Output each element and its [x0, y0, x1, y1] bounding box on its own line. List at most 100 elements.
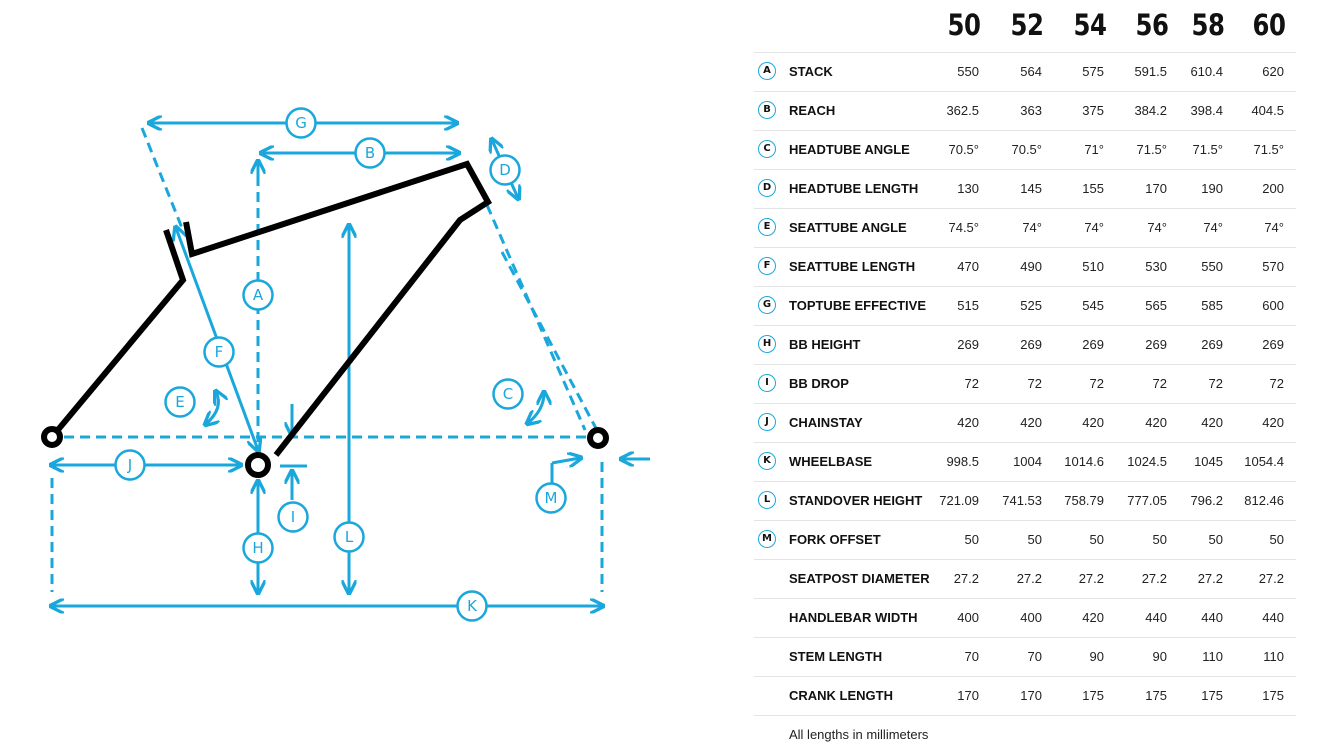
table-cell: 71.5°: [1192, 142, 1223, 157]
row-label: CRANK LENGTH: [789, 688, 893, 703]
table-cell: 777.05: [1127, 493, 1167, 508]
table-cell: 1045: [1194, 454, 1223, 469]
row-letter-badge: L: [758, 491, 776, 509]
table-cell: 90: [1089, 649, 1104, 664]
row-letter-badge: H: [758, 335, 776, 353]
svg-text:G: G: [295, 114, 307, 132]
table-cell: 71.5°: [1253, 142, 1284, 157]
label-l: L: [333, 521, 365, 553]
table-cell: 155: [1082, 181, 1104, 196]
table-cell: 269: [1262, 337, 1284, 352]
row-label: BB DROP: [789, 376, 849, 391]
svg-text:J: J: [127, 456, 132, 474]
row-label: WHEELBASE: [789, 454, 873, 469]
label-m: M: [535, 482, 567, 514]
table-cell: 363: [1020, 103, 1042, 118]
table-cell: 50: [1089, 532, 1104, 547]
bike-geometry-diagram: G B D A F E C J M I L H K: [41, 107, 650, 622]
svg-text:H: H: [252, 539, 263, 557]
row-label: HEADTUBE LENGTH: [789, 181, 919, 196]
table-cell: 490: [1020, 259, 1042, 274]
table-cell: 170: [957, 688, 979, 703]
table-cell: 190: [1201, 181, 1223, 196]
table-cell: 50: [964, 532, 979, 547]
table-cell: 175: [1201, 688, 1223, 703]
table-cell: 600: [1262, 298, 1284, 313]
table-cell: 50: [1208, 532, 1223, 547]
size-column-header: 56: [1135, 8, 1169, 42]
row-letter-badge: B: [758, 101, 776, 119]
row-letter-badge: E: [758, 218, 776, 236]
row-label: REACH: [789, 103, 836, 118]
row-label: TOPTUBE EFFECTIVE: [789, 298, 926, 313]
svg-text:F: F: [215, 343, 224, 361]
table-cell: 70.5°: [948, 142, 979, 157]
front-axle: [587, 427, 609, 449]
bottom-bracket: [245, 452, 271, 478]
table-cell: 400: [957, 610, 979, 625]
table-cell: 620: [1262, 64, 1284, 79]
table-cell: 398.4: [1190, 103, 1223, 118]
table-cell: 74°: [1084, 220, 1104, 235]
table-cell: 71.5°: [1136, 142, 1167, 157]
steering-axis-line: [485, 204, 587, 431]
dimension-labels: G B D A F E C J M I L H K: [114, 107, 567, 622]
rear-axle: [41, 426, 63, 448]
table-cell: 420: [957, 415, 979, 430]
row-letter-badge: I: [758, 374, 776, 392]
row-letter-badge: C: [758, 140, 776, 158]
fork-offset-arrow-left: [551, 458, 580, 463]
table-cell: 74°: [1264, 220, 1284, 235]
table-cell: 269: [1020, 337, 1042, 352]
table-cell: 564: [1020, 64, 1042, 79]
table-cell: 269: [957, 337, 979, 352]
size-column-header: 52: [1010, 8, 1044, 42]
table-cell: 585: [1201, 298, 1223, 313]
table-cell: 175: [1145, 688, 1167, 703]
table-cell: 420: [1145, 415, 1167, 430]
row-letter-badge: F: [758, 257, 776, 275]
table-cell: 74°: [1203, 220, 1223, 235]
row-label: HEADTUBE ANGLE: [789, 142, 910, 157]
table-cell: 72: [1027, 376, 1042, 391]
table-cell: 591.5: [1134, 64, 1167, 79]
svg-text:E: E: [175, 393, 184, 411]
row-letter-badge: K: [758, 452, 776, 470]
row-label: SEATTUBE ANGLE: [789, 220, 907, 235]
row-label: STANDOVER HEIGHT: [789, 493, 923, 508]
frame-outline: [49, 160, 492, 457]
units-footnote: All lengths in millimeters: [789, 727, 929, 742]
table-cell: 72: [1089, 376, 1104, 391]
table-cell: 420: [1020, 415, 1042, 430]
label-f: F: [203, 336, 235, 368]
seat-angle-extension: [140, 127, 184, 229]
label-b: B: [354, 137, 386, 169]
label-j: J: [114, 449, 146, 481]
row-letter-badge: G: [758, 296, 776, 314]
label-d: D: [489, 154, 521, 186]
table-cell: 440: [1145, 610, 1167, 625]
row-label: SEATTUBE LENGTH: [789, 259, 916, 274]
svg-text:D: D: [499, 161, 511, 179]
size-column-header: 54: [1073, 8, 1107, 42]
row-label: CHAINSTAY: [789, 415, 863, 430]
table-cell: 420: [1262, 415, 1284, 430]
row-letter-badge: J: [758, 413, 776, 431]
row-letter-badge: M: [758, 530, 776, 548]
row-letter-badge: A: [758, 62, 776, 80]
size-column-header: 58: [1191, 8, 1225, 42]
table-cell: 72: [964, 376, 979, 391]
table-cell: 170: [1020, 688, 1042, 703]
svg-text:A: A: [253, 286, 264, 304]
